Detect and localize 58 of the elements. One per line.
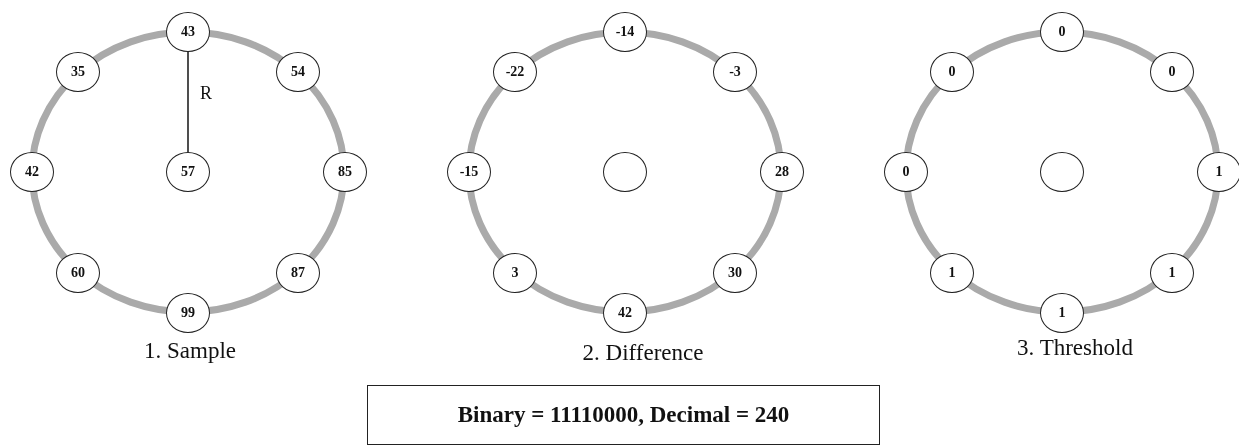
value-circle xyxy=(603,293,647,333)
value-label: 0 xyxy=(1058,24,1066,40)
value-circle xyxy=(1150,52,1194,92)
value-label: 28 xyxy=(775,164,789,180)
panel-caption: 2. Difference xyxy=(582,340,704,366)
value-label: 35 xyxy=(71,64,85,80)
edge-label: R xyxy=(200,84,212,102)
empty-circle xyxy=(603,152,647,192)
value-circle xyxy=(713,253,757,293)
value-label: 85 xyxy=(338,164,352,180)
value-label: 0 xyxy=(948,64,956,80)
value-circle xyxy=(1040,12,1084,52)
value-label: 57 xyxy=(181,164,195,180)
value-label: 42 xyxy=(25,164,39,180)
value-circle xyxy=(10,152,54,192)
value-label: 42 xyxy=(618,305,632,321)
value-label: 0 xyxy=(902,164,910,180)
value-label: 1 xyxy=(1168,265,1176,281)
value-label: -3 xyxy=(729,64,741,80)
value-label: 99 xyxy=(181,305,195,321)
value-circle xyxy=(166,12,210,52)
result-box: Binary = 11110000, Decimal = 240 xyxy=(367,385,880,445)
value-circle xyxy=(1150,253,1194,293)
value-label: 54 xyxy=(291,64,305,80)
panel-caption: 3. Threshold xyxy=(1017,335,1133,361)
value-circle xyxy=(713,52,757,92)
value-label: 30 xyxy=(728,265,742,281)
value-circle xyxy=(276,253,320,293)
value-circle xyxy=(1040,293,1084,333)
value-circle xyxy=(1197,152,1239,192)
panel-caption: 1. Sample xyxy=(144,338,236,364)
value-circle xyxy=(603,12,647,52)
value-label: 3 xyxy=(511,265,519,281)
value-circle xyxy=(447,152,491,192)
value-circle xyxy=(166,293,210,333)
value-circle xyxy=(166,152,210,192)
value-label: 1 xyxy=(1058,305,1066,321)
value-label: -15 xyxy=(459,164,479,180)
value-circle xyxy=(56,253,100,293)
value-label: -14 xyxy=(615,24,635,40)
value-label: 1 xyxy=(1215,164,1223,180)
value-label: -22 xyxy=(505,64,525,80)
value-circle xyxy=(930,253,974,293)
value-circle xyxy=(493,253,537,293)
value-circle xyxy=(884,152,928,192)
empty-circle xyxy=(1040,152,1084,192)
value-label: 0 xyxy=(1168,64,1176,80)
value-label: 60 xyxy=(71,265,85,281)
value-label: 87 xyxy=(291,265,305,281)
radius-line xyxy=(187,51,189,153)
value-circle xyxy=(56,52,100,92)
value-circle xyxy=(276,52,320,92)
value-circle xyxy=(323,152,367,192)
value-label: 43 xyxy=(181,24,195,40)
value-circle xyxy=(493,52,537,92)
value-circle xyxy=(930,52,974,92)
value-label: 1 xyxy=(948,265,956,281)
value-circle xyxy=(760,152,804,192)
